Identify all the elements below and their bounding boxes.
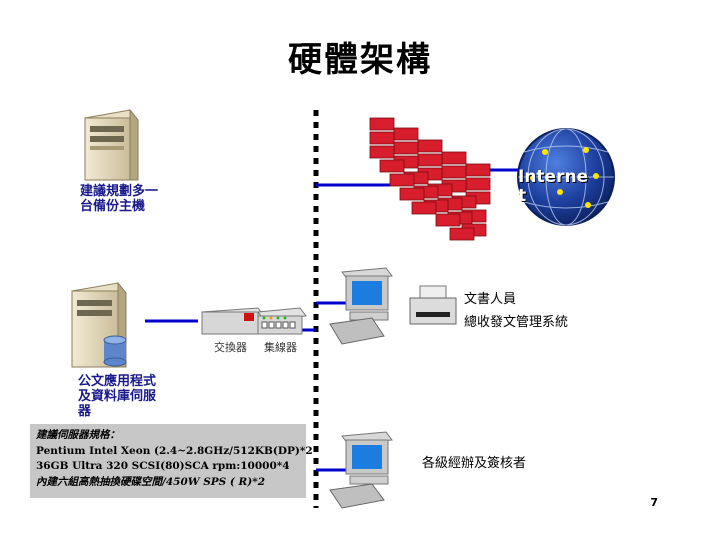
internet-label-line1: Interne (518, 167, 589, 187)
internet-label: Interne t (518, 168, 588, 206)
clerk-computer-icon (329, 267, 393, 345)
database-icon (103, 335, 127, 367)
page-number: 7 (650, 496, 658, 509)
internet-globe-icon (517, 128, 615, 226)
spec-heading: 建議伺服器規格： (36, 429, 120, 441)
hub-label: 集線器 (264, 341, 297, 354)
clerk-label: 文書人員 總收發文管理系統 (464, 292, 569, 330)
firewall-icon (369, 117, 491, 241)
page-title: 硬體架構 (288, 40, 432, 80)
switch-icon (201, 307, 265, 335)
spec-line-3: 內建六組高熱抽換硬碟空間/450W SPS ( R)*2 (36, 475, 266, 488)
server-spec-box: 建議伺服器規格： Pentium Intel Xeon (2.4~2.8GHz/… (30, 424, 313, 498)
switch-label: 交換器 (214, 341, 247, 354)
hub-icon (257, 307, 307, 335)
approver-computer-icon (329, 431, 393, 509)
connection-lines (145, 168, 525, 472)
approver-label: 各級經辦及簽核者 (422, 456, 527, 471)
spec-line-1: Pentium Intel Xeon (2.4~2.8GHz/512KB(DP)… (36, 444, 313, 457)
backup-server-icon (84, 108, 139, 181)
spec-line-2: 36GB Ultra 320 SCSI(80)SCA rpm:10000*4 (36, 460, 290, 472)
backup-server-label: 建議規劃多一 台備份主機 (80, 184, 159, 214)
app-server-label: 公文應用程式 及資料庫伺服 器 (78, 374, 157, 419)
internet-label-line2: t (518, 186, 527, 206)
printer-icon (409, 285, 457, 325)
